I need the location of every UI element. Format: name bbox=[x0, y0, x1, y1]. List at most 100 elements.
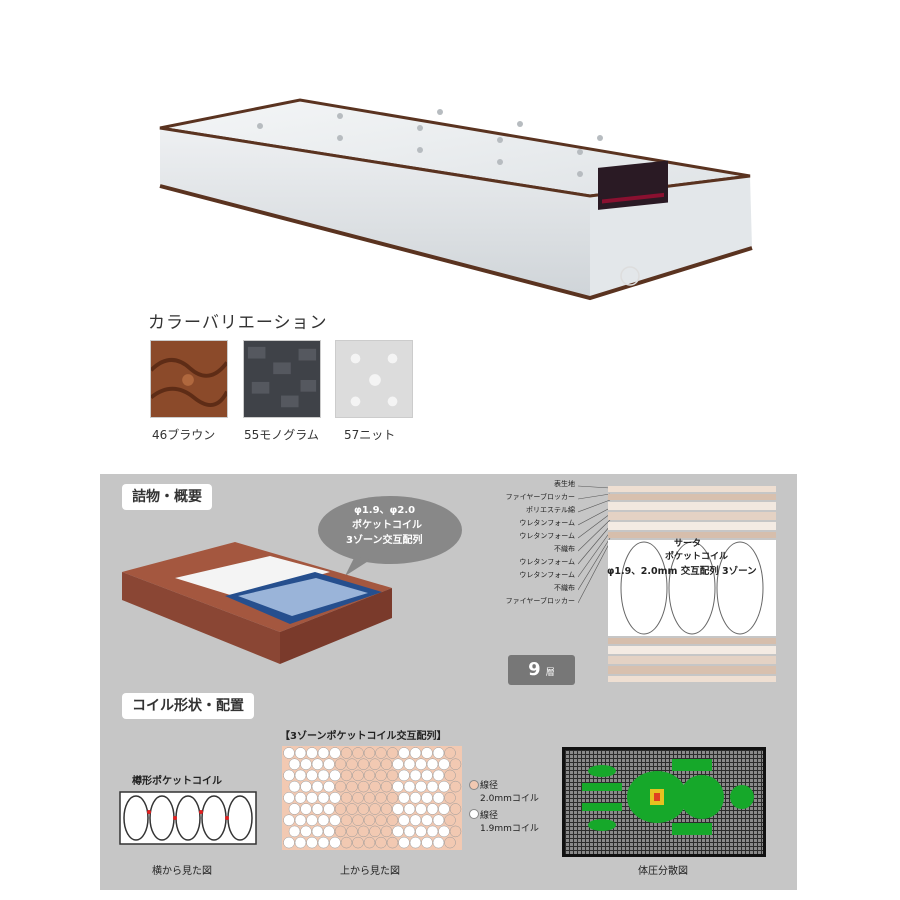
coil-circle bbox=[352, 836, 364, 849]
coil-circle bbox=[357, 803, 370, 815]
coil-circle bbox=[375, 836, 387, 849]
coil-circle bbox=[421, 814, 433, 826]
pressure-distribution-map bbox=[562, 747, 766, 857]
coil-circle bbox=[352, 747, 364, 759]
coil-circle bbox=[398, 747, 410, 759]
coil-circle bbox=[449, 780, 462, 793]
coil-bubble bbox=[318, 496, 462, 576]
coil-circle bbox=[369, 780, 381, 793]
coil-circle bbox=[432, 792, 445, 804]
coil-circle bbox=[380, 803, 393, 815]
coil-circle bbox=[426, 803, 439, 815]
coil-circle bbox=[340, 747, 353, 759]
layer-label: 表生地 bbox=[554, 480, 575, 488]
coil-circle bbox=[329, 836, 341, 849]
coil-circle bbox=[306, 814, 318, 826]
coil-label-line-1: サータ bbox=[674, 539, 702, 549]
coil-circle bbox=[283, 814, 295, 826]
coil-circle bbox=[346, 780, 358, 793]
coil-circle bbox=[369, 825, 381, 838]
coil-circle bbox=[392, 780, 404, 793]
layer-label: ウレタンフォーム bbox=[519, 519, 575, 527]
coil-circle bbox=[398, 769, 410, 782]
swatch-label-monogram: 55モノグラム bbox=[244, 428, 319, 442]
coil-circle bbox=[323, 825, 335, 838]
swatch-brown[interactable] bbox=[150, 340, 228, 418]
coil-circle bbox=[392, 758, 404, 770]
coil-circle bbox=[403, 803, 416, 815]
coil-circle bbox=[386, 814, 399, 826]
coil-circle bbox=[398, 836, 410, 849]
section-title-coil: コイル形状・配置 bbox=[122, 693, 254, 719]
coil-circle bbox=[334, 803, 347, 815]
coil-circle bbox=[432, 747, 445, 759]
swatch-label-brown: 46ブラウン bbox=[152, 428, 216, 442]
coil-circle bbox=[317, 769, 330, 782]
coil-circle bbox=[317, 792, 330, 804]
swatch-label-knit: 57ニット bbox=[344, 428, 396, 442]
legend-swatch-19mm bbox=[469, 809, 479, 819]
coil-circle bbox=[306, 836, 318, 849]
layer-count-unit: 層 bbox=[545, 668, 555, 678]
coil-circle bbox=[375, 792, 387, 804]
coil-circle bbox=[329, 747, 341, 759]
coil-circle bbox=[311, 825, 324, 838]
legend-19mm-line1: 線径 bbox=[480, 811, 499, 821]
layer-label: ウレタンフォーム bbox=[519, 532, 575, 540]
coil-circle bbox=[306, 792, 318, 804]
swatch-monogram[interactable] bbox=[243, 340, 321, 418]
coil-circle bbox=[317, 836, 330, 849]
coil-circle bbox=[426, 758, 439, 770]
coil-circle bbox=[329, 792, 341, 804]
coil-circle bbox=[300, 825, 312, 838]
coil-circle bbox=[415, 803, 427, 815]
coil-circle bbox=[386, 747, 399, 759]
coil-circle bbox=[311, 780, 324, 793]
coil-label-line-2: ポケットコイル bbox=[665, 552, 729, 562]
coil-circle bbox=[432, 769, 445, 782]
coil-circle bbox=[346, 758, 358, 770]
coil-circle bbox=[294, 747, 307, 759]
cutaway-mattress-illustration bbox=[122, 542, 392, 664]
barrel-coil-title: 樽形ポケットコイル bbox=[132, 776, 222, 787]
coil-circle bbox=[352, 792, 364, 804]
layer-count-number: 9 bbox=[528, 659, 541, 680]
coil-circle bbox=[421, 836, 433, 849]
color-variation-title: カラーバリエーション bbox=[148, 313, 328, 333]
coil-circle bbox=[306, 769, 318, 782]
barrel-coil-side-view bbox=[119, 791, 257, 845]
coil-circle bbox=[294, 769, 307, 782]
coil-circle bbox=[432, 836, 445, 849]
coil-circle bbox=[363, 814, 376, 826]
coil-circle bbox=[380, 825, 393, 838]
coil-circle bbox=[357, 825, 370, 838]
coil-circle bbox=[334, 780, 347, 793]
coil-circle bbox=[386, 792, 399, 804]
coil-circle bbox=[346, 825, 358, 838]
coil-circle bbox=[340, 792, 353, 804]
legend-2mm-line2: 2.0mmコイル bbox=[480, 794, 539, 804]
coil-circle bbox=[363, 769, 376, 782]
coil-circle bbox=[311, 758, 324, 770]
coil-circle bbox=[375, 769, 387, 782]
top-view-title: 【3ゾーンポケットコイル交互配列】 bbox=[280, 731, 447, 742]
layer-label: ファイヤーブロッカー bbox=[505, 597, 575, 605]
swatch-knit[interactable] bbox=[335, 340, 413, 418]
coil-circle bbox=[426, 780, 439, 793]
coil-circle bbox=[398, 814, 410, 826]
coil-circle bbox=[449, 758, 462, 770]
layer-label: ウレタンフォーム bbox=[519, 571, 575, 579]
coil-circle bbox=[409, 747, 422, 759]
layer-label: ポリエステル綿 bbox=[526, 506, 575, 514]
coil-label-line-3: φ1.9、2.0mm 交互配列 3ゾーン bbox=[607, 566, 757, 577]
coil-circle bbox=[329, 814, 341, 826]
coil-circle bbox=[294, 814, 307, 826]
bubble-line-1: φ1.9、φ2.0 bbox=[354, 505, 416, 516]
coil-circle bbox=[340, 769, 353, 782]
coil-circle bbox=[352, 769, 364, 782]
coil-circle bbox=[438, 803, 450, 815]
coil-circle bbox=[380, 758, 393, 770]
coil-circle bbox=[398, 792, 410, 804]
coil-circle bbox=[409, 814, 422, 826]
coil-circle bbox=[403, 825, 416, 838]
